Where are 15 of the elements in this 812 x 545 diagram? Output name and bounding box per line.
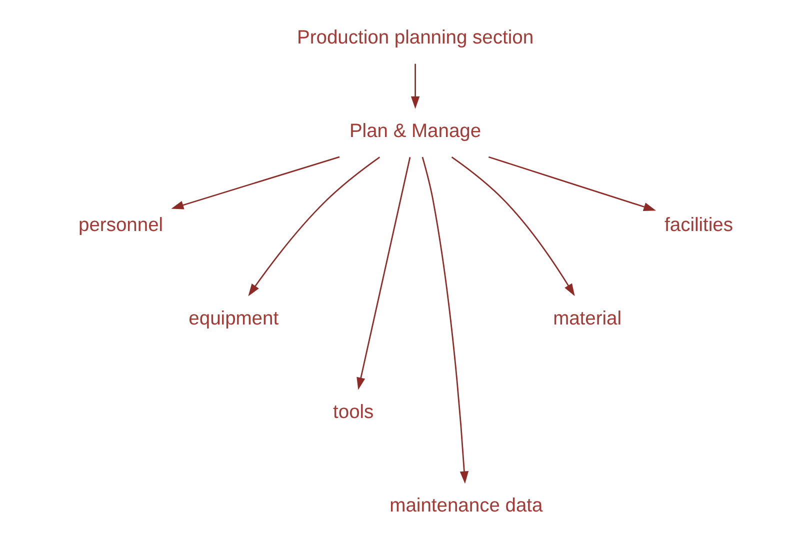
arrow [410,64,420,109]
node-text: maintenance data [390,496,543,517]
node-text: facilities [664,214,734,236]
node-text: Plan & Manage [349,121,482,142]
arrow [488,156,656,211]
arrow [356,157,411,390]
node-text: material [553,308,622,330]
node-text: Production planning section [297,28,534,49]
arrow [422,156,469,484]
node-text: equipment [188,308,279,330]
node-text: personnel [78,214,164,236]
arrow [248,156,380,296]
node-text: tools [333,402,374,423]
arrow [451,156,575,296]
arrow [171,156,340,210]
